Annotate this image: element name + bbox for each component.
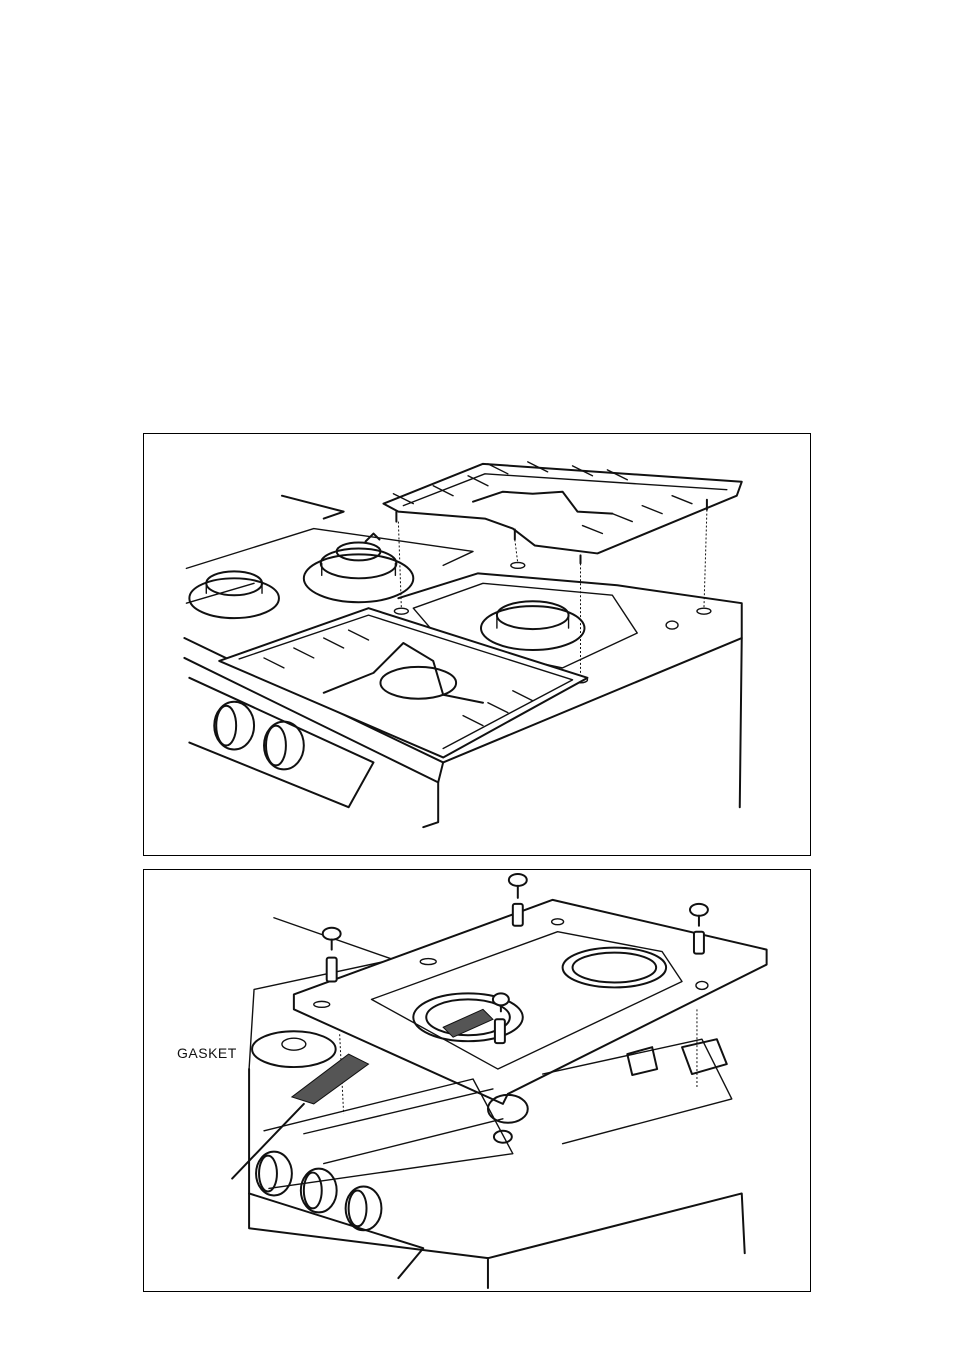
gasket-strip — [292, 1054, 369, 1104]
cabinet-front — [249, 1069, 488, 1288]
burner-lower-left — [252, 1031, 336, 1067]
control-knobs — [214, 702, 304, 770]
burner-back-center — [304, 534, 413, 603]
valve-fitting — [488, 1095, 528, 1123]
hob-back-edge — [282, 496, 344, 519]
gasket-label: GASKET — [177, 1045, 237, 1061]
illustration-hob-pan-support — [144, 434, 810, 855]
cabinet-side — [488, 1193, 745, 1258]
figure-hob-plate-removal: GASKET — [143, 869, 811, 1292]
illustration-hob-plate-gasket — [144, 870, 810, 1291]
control-knobs — [256, 1152, 381, 1231]
burner-right — [481, 601, 585, 650]
cabinet-side — [740, 638, 742, 807]
pan-support-lifted — [383, 462, 741, 564]
gasket-leader-line — [232, 1104, 304, 1179]
burner-back-left — [189, 571, 279, 618]
figure-pan-support-removal — [143, 433, 811, 856]
pan-support-front — [219, 608, 587, 757]
